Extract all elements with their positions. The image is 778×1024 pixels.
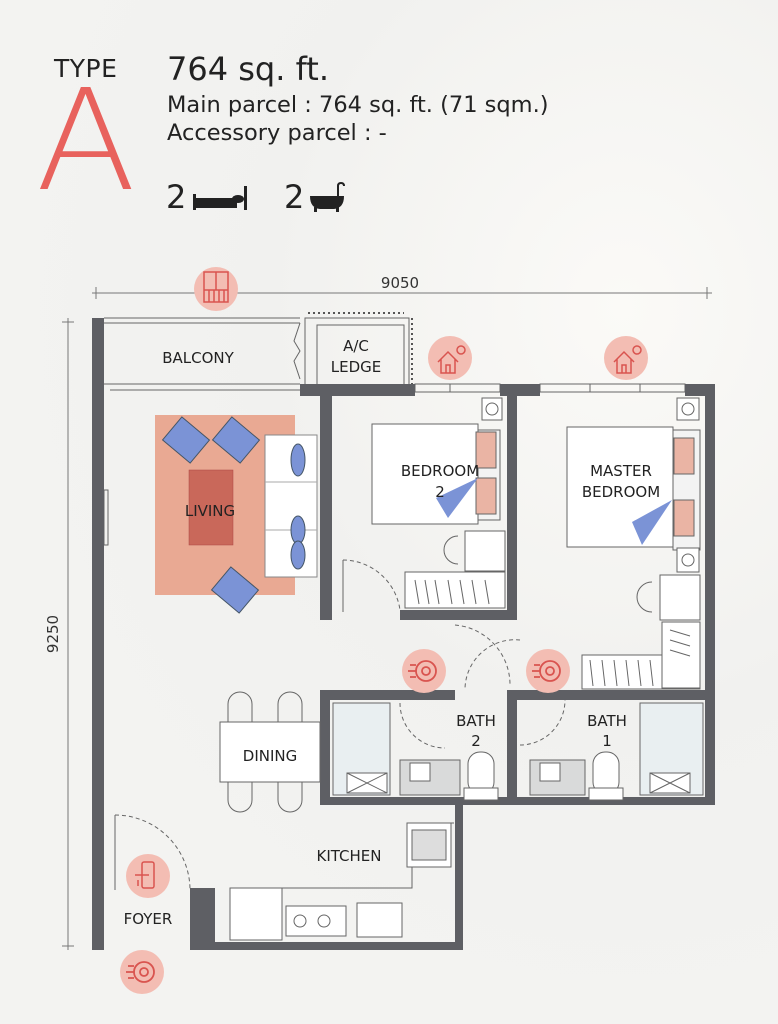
- bathrooms-fixtures: [332, 699, 704, 801]
- bathtub-icon: [310, 181, 345, 212]
- height-dimension-label: 9250: [44, 615, 62, 653]
- label-living: LIVING: [185, 502, 235, 520]
- entrance-door: [114, 814, 191, 891]
- label-bath-2-a: BATH: [456, 712, 496, 730]
- total-area: 764 sq. ft.: [167, 50, 329, 88]
- label-ac-ledge-2: LEDGE: [331, 358, 382, 376]
- label-bath-1-b: 1: [602, 732, 612, 750]
- sunlight-home-icon: [604, 336, 648, 380]
- label-dining: DINING: [243, 747, 297, 765]
- bathroom-count: 2: [284, 178, 305, 216]
- label-bedroom-2-b: 2: [435, 483, 445, 501]
- width-dimension-label: 9050: [381, 274, 419, 292]
- type-letter: A: [35, 60, 137, 223]
- bedroom-count: 2: [166, 178, 187, 216]
- ventilation-fan-icon: [402, 649, 446, 693]
- label-foyer: FOYER: [124, 910, 173, 928]
- armchairs: [161, 416, 261, 614]
- sunlight-home-icon: [428, 336, 472, 380]
- smart-lock-icon: [126, 854, 170, 898]
- height-dimension: [62, 318, 74, 950]
- bed-icon: [193, 186, 247, 210]
- label-balcony: BALCONY: [162, 349, 234, 367]
- ac-ledge-grille: [308, 312, 413, 384]
- walls: [92, 318, 715, 950]
- dining-set: [219, 691, 321, 813]
- bedroom-2-furniture: [342, 397, 506, 612]
- main-parcel: Main parcel : 764 sq. ft. (71 sqm.): [167, 92, 549, 118]
- accessory-parcel: Accessory parcel : -: [167, 120, 387, 146]
- label-master-b: BEDROOM: [582, 483, 660, 501]
- label-master-a: MASTER: [590, 462, 652, 480]
- type-label: TYPE: [54, 54, 118, 83]
- sofa: [264, 434, 318, 578]
- label-bedroom-2-a: BEDROOM: [401, 462, 479, 480]
- ventilation-fan-icon: [120, 950, 164, 994]
- label-bath-1-a: BATH: [587, 712, 627, 730]
- label-bath-2-b: 2: [471, 732, 481, 750]
- balcony-icon: [194, 267, 238, 311]
- label-kitchen: KITCHEN: [317, 847, 382, 865]
- hallway-doors: [454, 624, 521, 691]
- ventilation-fan-icon: [526, 649, 570, 693]
- kitchen-fixtures: [229, 822, 454, 941]
- master-bedroom-furniture: [566, 397, 701, 690]
- label-ac-ledge-1: A/C: [343, 337, 369, 355]
